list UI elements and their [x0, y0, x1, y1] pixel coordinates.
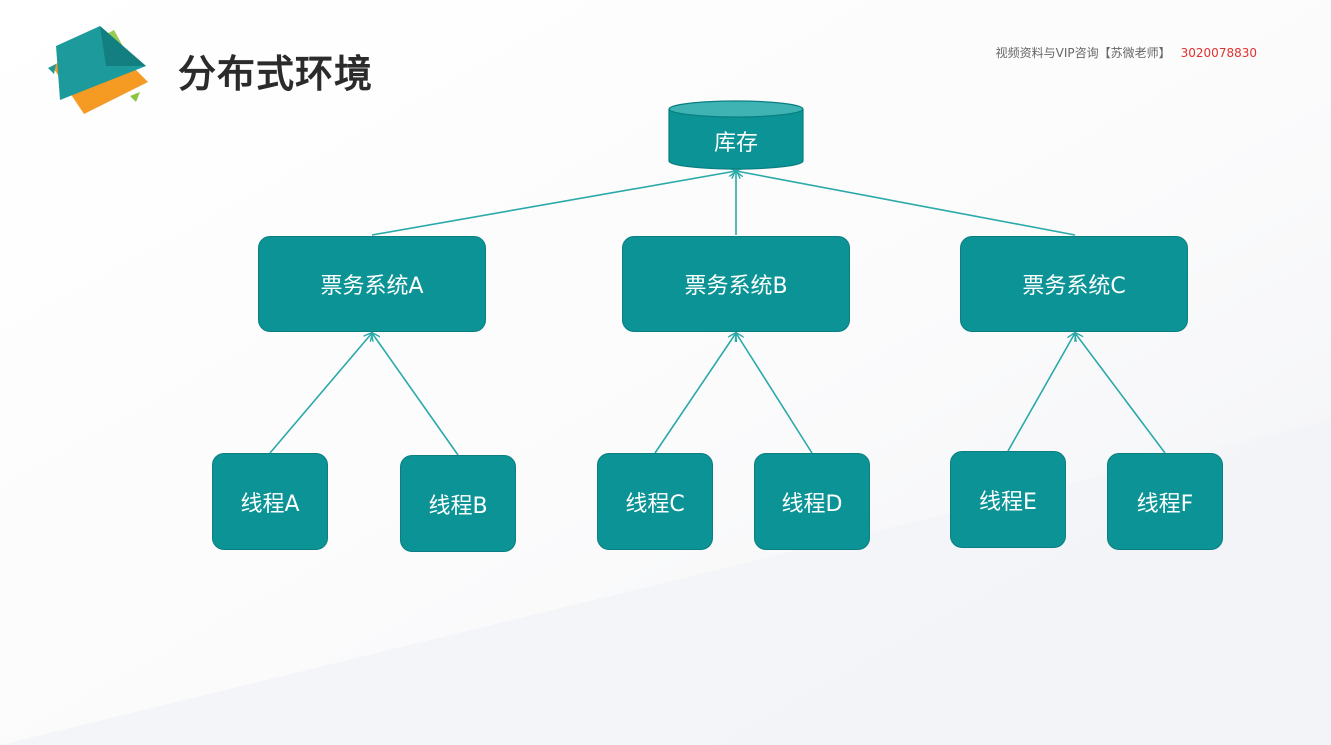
edge-thread-a-to-system-a	[269, 333, 372, 454]
edge-system-a-to-storage	[371, 171, 736, 236]
thread-b-node: 线程B	[400, 455, 516, 552]
storage-database-icon	[668, 100, 804, 170]
edge-system-c-to-storage	[736, 171, 1076, 236]
ticket-system-b-label: 票务系统B	[684, 274, 788, 299]
edge-thread-f-to-system-c	[1075, 333, 1166, 454]
contact-info: 视频资料与VIP咨询【苏微老师】 3020078830	[996, 44, 1257, 61]
ticket-system-c-label: 票务系统C	[1022, 274, 1126, 299]
edge-thread-b-to-system-b	[372, 333, 459, 456]
thread-e-label: 线程E	[979, 489, 1037, 515]
thread-a-label: 线程A	[240, 491, 300, 517]
thread-e-node: 线程E	[950, 451, 1066, 548]
thread-d-label: 线程D	[781, 491, 843, 517]
logo-icon	[48, 26, 148, 114]
thread-f-node: 线程F	[1107, 453, 1223, 550]
page-title: 分布式环境	[178, 52, 374, 96]
ticket-system-a-label: 票务系统A	[320, 274, 424, 299]
thread-c-node: 线程C	[597, 453, 713, 550]
thread-f-label: 线程F	[1136, 491, 1194, 517]
edge-thread-e-to-system-c	[1007, 333, 1075, 452]
ticket-system-b-node: 票务系统B	[622, 236, 850, 332]
thread-b-label: 线程B	[428, 493, 488, 519]
storage-label: 库存	[713, 131, 758, 156]
thread-d-node: 线程D	[754, 453, 870, 550]
ticket-system-a-node: 票务系统A	[258, 236, 486, 332]
edge-thread-d-to-system-b	[736, 333, 813, 454]
ticket-system-c-node: 票务系统C	[960, 236, 1188, 332]
thread-c-label: 线程C	[625, 491, 685, 517]
contact-text: 视频资料与VIP咨询【苏微老师】	[995, 46, 1171, 60]
contact-number: 3020078830	[1180, 46, 1257, 60]
edge-thread-c-to-system-b	[654, 333, 736, 454]
thread-a-node: 线程A	[212, 453, 328, 550]
